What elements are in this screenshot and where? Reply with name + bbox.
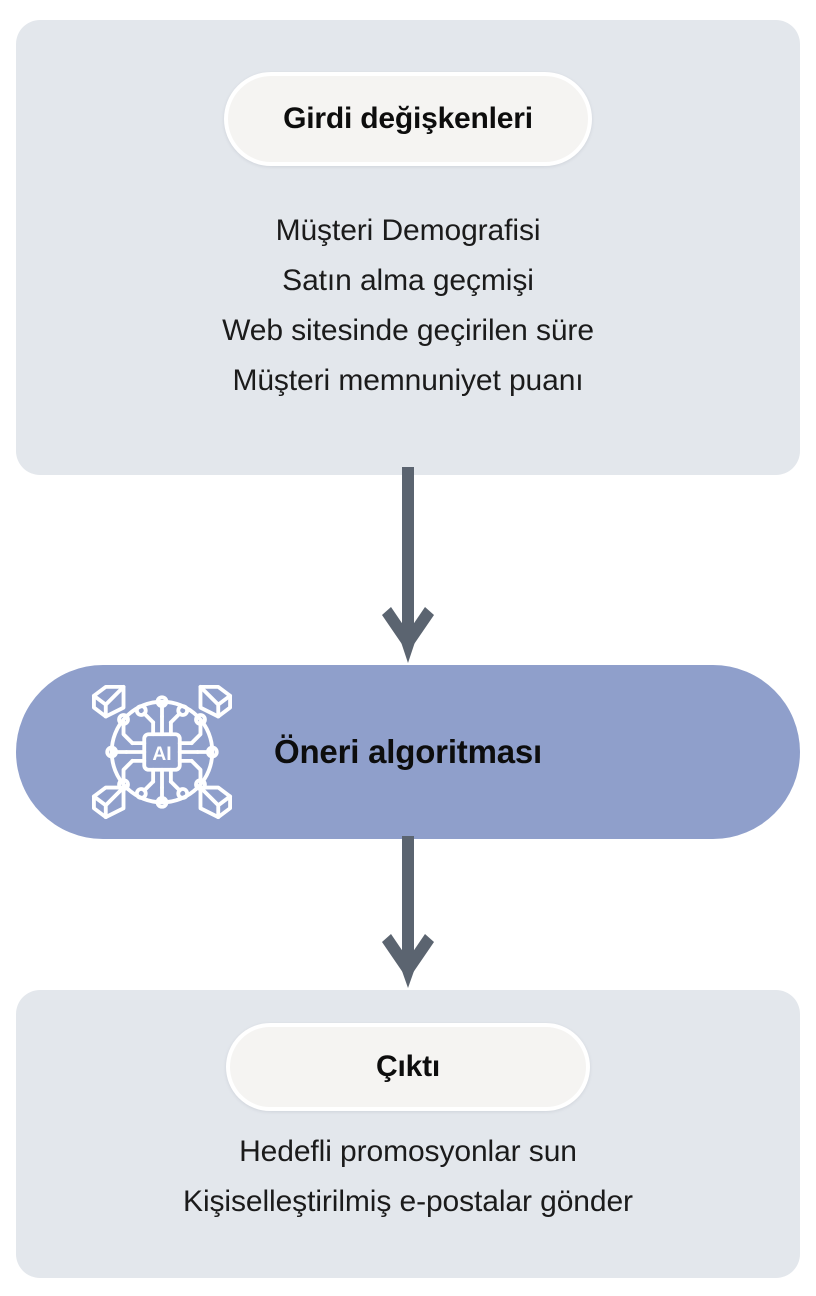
output-actions-list: Hedefli promosyonlar sun Kişiselleştiril… — [16, 1127, 800, 1227]
input-title-pill: Girdi değişkenleri — [224, 72, 592, 166]
list-item: Kişiselleştirilmiş e-postalar gönder — [183, 1185, 633, 1218]
input-title-label: Girdi değişkenleri — [283, 102, 533, 135]
list-item: Hedefli promosyonlar sun — [239, 1135, 577, 1168]
list-item: Web sitesinde geçirilen süre — [222, 314, 594, 347]
input-variables-list: Müşteri Demografisi Satın alma geçmişi W… — [16, 206, 800, 406]
algorithm-label: Öneri algoritması — [273, 733, 542, 770]
output-panel: Çıktı Hedefli promosyonlar sun Kişiselle… — [16, 990, 800, 1278]
arrow-down-icon — [382, 467, 434, 663]
output-title-label: Çıktı — [375, 1050, 440, 1083]
list-item: Müşteri Demografisi — [275, 214, 541, 247]
list-item: Müşteri memnuniyet puanı — [232, 364, 584, 397]
output-title-pill: Çıktı — [226, 1023, 590, 1111]
svg-text:AI: AI — [152, 744, 171, 765]
recommendation-algorithm-bar: AI Öneri algoritması — [16, 665, 800, 839]
list-item: Satın alma geçmişi — [282, 264, 534, 297]
arrow-down-icon — [382, 836, 434, 988]
ai-chip-icon: AI — [91, 684, 233, 820]
input-variables-panel: Girdi değişkenleri Müşteri Demografisi S… — [16, 20, 800, 475]
